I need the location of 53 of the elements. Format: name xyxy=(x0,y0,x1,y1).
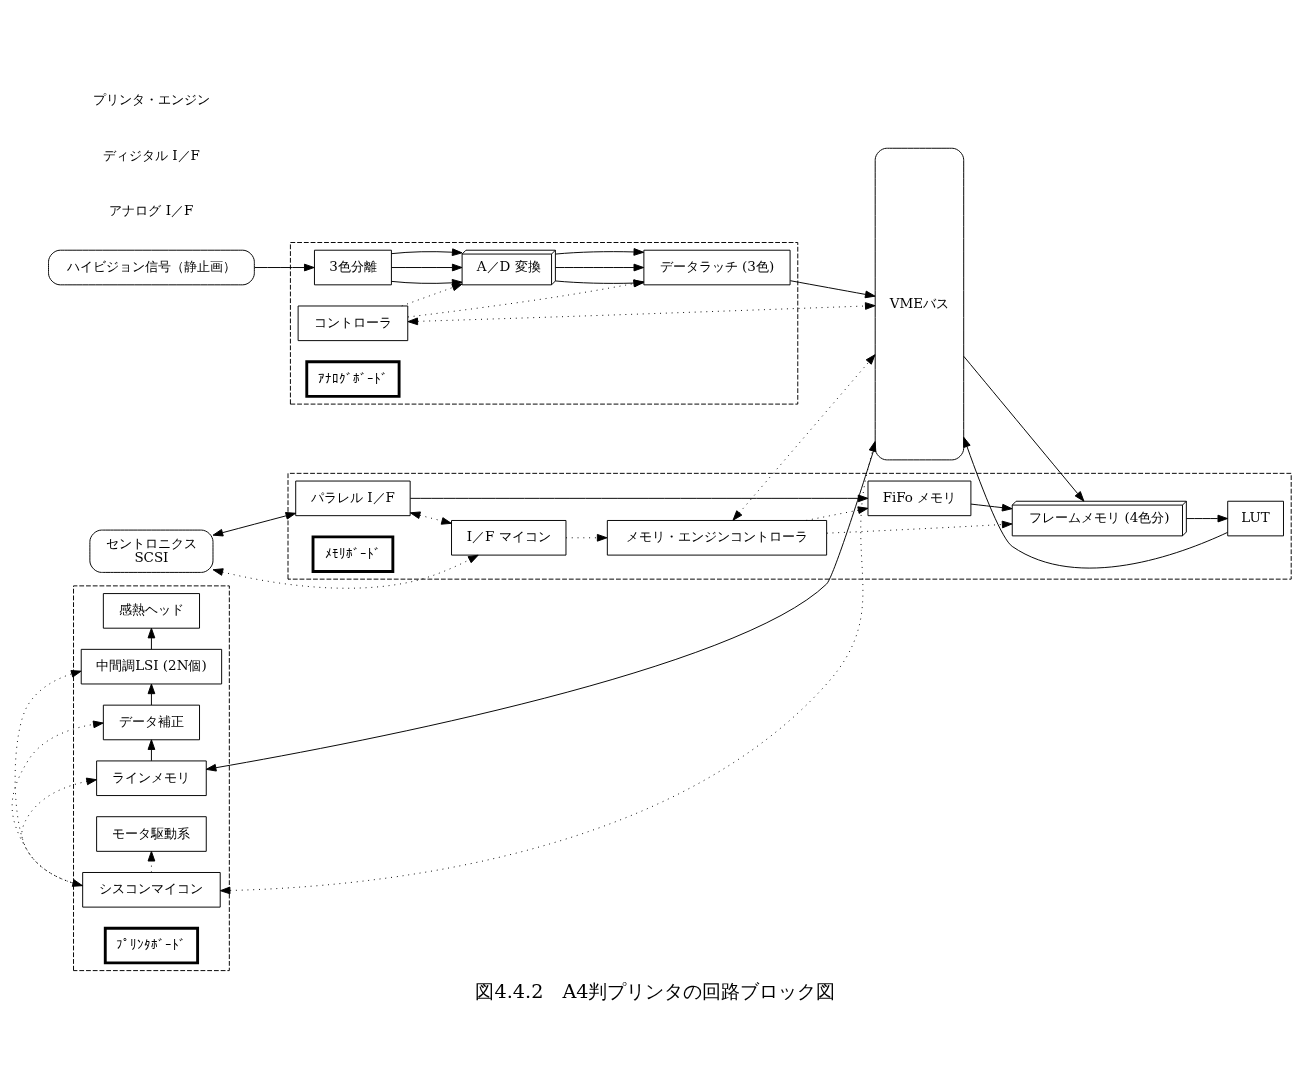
node-box: I／F マイコン xyxy=(451,519,567,556)
arrow xyxy=(212,554,479,589)
node-box: メモリ・エンジンコントローラ xyxy=(606,519,828,556)
arrow xyxy=(409,510,452,525)
arrow xyxy=(219,440,877,894)
arrow xyxy=(970,503,1013,511)
arrow xyxy=(555,247,645,256)
arrow xyxy=(147,683,156,705)
node-box: LUT xyxy=(1227,500,1284,536)
node-box: モータ駆動系 xyxy=(96,815,207,852)
arrow xyxy=(147,738,156,761)
cluster xyxy=(289,241,799,405)
node-box: データ補正 xyxy=(102,704,200,740)
node-box: ハイビジョン信号（静止画） xyxy=(48,249,255,285)
node-box: ｱﾅﾛｸﾞﾎﾞｰﾄﾞ xyxy=(305,359,401,398)
arrow xyxy=(1186,514,1229,522)
arrow xyxy=(212,511,297,536)
arrow xyxy=(565,533,608,542)
node-box: ﾒﾓﾘﾎﾞｰﾄﾞ xyxy=(311,534,395,573)
arrow xyxy=(555,278,645,287)
label: ディジタル I／F xyxy=(102,147,200,162)
node-box: 中間調LSI (2N個) xyxy=(80,648,223,684)
label: プリンタ・エンジン xyxy=(92,91,210,107)
node-box: ラインメモリ xyxy=(96,759,207,796)
node-box: ﾌﾟﾘﾝﾀﾎﾞｰﾄﾞ xyxy=(103,926,200,964)
node-box: セントロニクス SCSI xyxy=(89,529,214,573)
node-box: コントローラ xyxy=(297,305,409,341)
caption: 図4.4.2 A4判プリンタの回路ブロック図 xyxy=(475,979,836,1003)
node-box: VMEバス xyxy=(874,147,965,460)
arrow xyxy=(401,283,463,306)
arrow xyxy=(407,301,876,325)
arrow xyxy=(732,353,876,521)
arrow xyxy=(409,494,869,502)
node-box: FiFo メモリ xyxy=(867,480,972,516)
arrow xyxy=(963,355,1085,502)
node-box: 感熱ヘッド xyxy=(102,592,200,629)
arrow xyxy=(14,669,83,887)
arrow xyxy=(11,720,104,886)
arrow xyxy=(555,263,645,271)
label: アナログ I／F xyxy=(109,202,194,218)
node-box: シスコンマイコン xyxy=(82,871,221,908)
arrow xyxy=(254,263,315,271)
arrow xyxy=(391,247,463,256)
arrow xyxy=(963,436,1228,569)
node-box: 3色分離 xyxy=(313,249,392,285)
arrow xyxy=(826,520,1013,534)
node-box: データラッチ (3色) xyxy=(643,249,791,285)
arrow xyxy=(391,263,463,271)
arrow xyxy=(147,627,156,650)
arrow xyxy=(789,279,876,298)
node-box: パラレル I／F xyxy=(295,480,411,516)
arrow xyxy=(805,505,869,521)
arrow xyxy=(21,777,97,886)
